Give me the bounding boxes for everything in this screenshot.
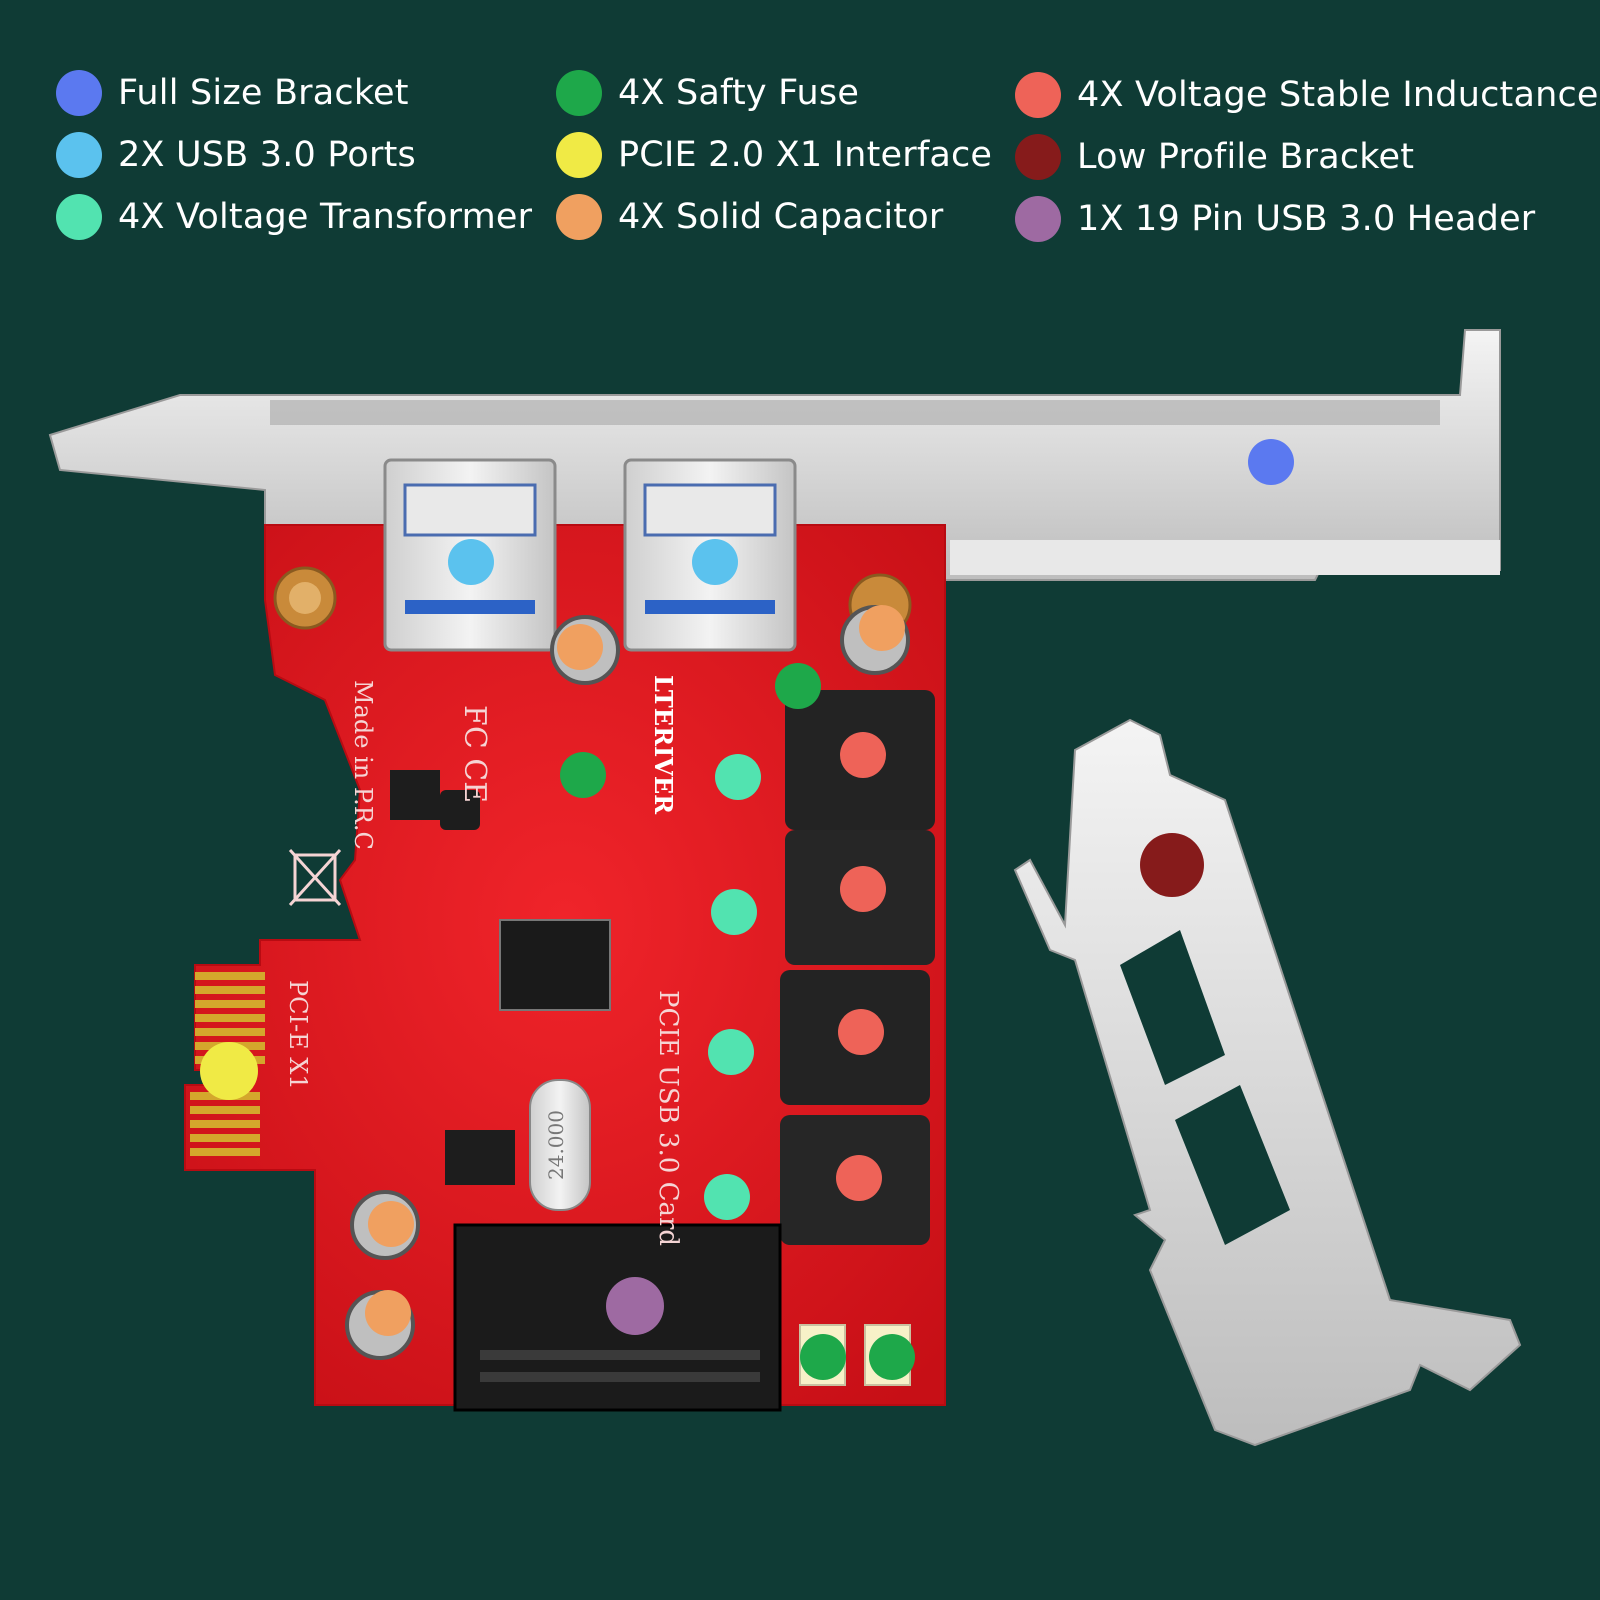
legend: Full Size Bracket 2X USB 3.0 Ports 4X Vo… [0, 0, 1600, 260]
legend-label: PCIE 2.0 X1 Interface [618, 135, 993, 175]
voltage-transformer-marker [708, 1029, 755, 1075]
legend-dot [556, 194, 602, 240]
legend-item-safety-fuse: 4X Safty Fuse [556, 68, 859, 118]
solid-capacitor-marker [368, 1201, 415, 1247]
legend-dot [1015, 72, 1061, 118]
legend-dot [56, 194, 102, 240]
low-profile-bracket [1013, 718, 1522, 1447]
inductance-marker [836, 1155, 883, 1202]
weee-bin-icon [288, 848, 342, 907]
usb-port-marker [448, 539, 495, 586]
legend-dot [1015, 134, 1061, 180]
solid-capacitor-marker [365, 1289, 411, 1336]
inductance-marker [840, 865, 887, 912]
legend-dot [1015, 196, 1061, 242]
usb-header-marker [606, 1277, 665, 1336]
usb-port-marker [692, 539, 739, 586]
legend-dot [56, 132, 102, 178]
legend-label: Full Size Bracket [118, 73, 409, 113]
legend-label: Low Profile Bracket [1077, 137, 1415, 177]
board-origin-text: Made in P.R.C [349, 680, 377, 850]
low-profile-bracket-marker [1140, 832, 1204, 897]
voltage-transformer-marker [711, 889, 758, 935]
legend-label: 4X Safty Fuse [618, 73, 860, 113]
solid-capacitor-marker [859, 605, 906, 651]
voltage-transformer-marker [704, 1173, 751, 1220]
board-brand-text: LTERIVER [649, 675, 678, 815]
legend-item-usb-header: 1X 19 Pin USB 3.0 Header [1015, 194, 1535, 244]
solid-capacitor-marker [557, 624, 603, 671]
legend-label: 2X USB 3.0 Ports [118, 135, 416, 175]
safety-fuse-marker [560, 752, 607, 799]
board-interface-text: PCI-E X1 [284, 980, 312, 1090]
legend-dot [56, 70, 102, 116]
legend-item-full-size-bracket: Full Size Bracket [56, 68, 409, 118]
board-product-text: PCIE USB 3.0 Card [653, 990, 683, 1246]
inductance-marker [837, 1009, 884, 1055]
legend-item-solid-capacitor: 4X Solid Capacitor [556, 192, 943, 242]
board-cert-text: FC CE [457, 705, 492, 803]
legend-label: 4X Voltage Transformer [118, 197, 533, 237]
pcb-board: 24.000 Made in P.R.C LTERIVER PCIE USB 3… [184, 458, 946, 1412]
legend-dot [556, 70, 602, 116]
safety-fuse-marker [869, 1333, 915, 1380]
voltage-transformer-marker [715, 753, 762, 800]
inductance-marker [840, 732, 887, 779]
pcie-interface-marker [199, 1042, 258, 1101]
legend-label: 1X 19 Pin USB 3.0 Header [1077, 199, 1536, 239]
legend-label: 4X Voltage Stable Inductance [1077, 75, 1599, 115]
safety-fuse-marker [800, 1333, 847, 1380]
full-size-bracket-marker [1248, 439, 1295, 486]
legend-item-voltage-transformer: 4X Voltage Transformer [56, 192, 532, 242]
legend-dot [556, 132, 602, 178]
legend-item-usb-ports: 2X USB 3.0 Ports [56, 130, 416, 180]
legend-item-inductance: 4X Voltage Stable Inductance [1015, 70, 1599, 120]
legend-item-low-profile-bracket: Low Profile Bracket [1015, 132, 1414, 182]
legend-item-pcie-interface: PCIE 2.0 X1 Interface [556, 130, 992, 180]
safety-fuse-marker [775, 663, 822, 710]
crystal-label: 24.000 [544, 1110, 568, 1180]
legend-label: 4X Solid Capacitor [618, 197, 944, 237]
